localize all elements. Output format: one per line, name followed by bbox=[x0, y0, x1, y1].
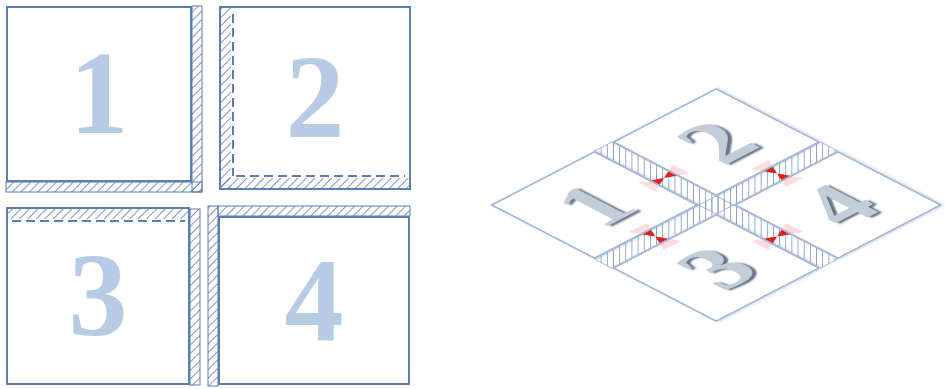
tile-number: 1 bbox=[70, 35, 129, 153]
tile-square: 3 bbox=[6, 207, 190, 385]
tile-square: 2 bbox=[219, 6, 411, 190]
tile-number: 4 bbox=[285, 242, 344, 360]
hatch-strip bbox=[221, 178, 409, 188]
hatch-strip bbox=[6, 182, 202, 192]
tile-square: 1 bbox=[6, 6, 192, 182]
dashed-edge bbox=[232, 14, 234, 176]
hatch-strip bbox=[221, 8, 231, 188]
hatch-strip bbox=[190, 209, 200, 385]
hatch-strip bbox=[218, 206, 410, 216]
dashed-edge bbox=[12, 220, 185, 222]
hatch-strip bbox=[8, 209, 188, 219]
tile-number: 4 bbox=[778, 174, 898, 236]
hatch-strip bbox=[192, 6, 202, 192]
dashed-edge bbox=[236, 175, 405, 177]
tile-square: 4 bbox=[218, 216, 410, 385]
tile-number: 1 bbox=[534, 174, 654, 236]
tile-number: 3 bbox=[656, 237, 776, 299]
isometric-view: 12 34 bbox=[490, 88, 942, 322]
tile-number: 2 bbox=[656, 111, 776, 173]
tile-number: 2 bbox=[286, 39, 345, 157]
tile-number: 3 bbox=[69, 237, 128, 355]
hatch-strip bbox=[208, 206, 218, 386]
